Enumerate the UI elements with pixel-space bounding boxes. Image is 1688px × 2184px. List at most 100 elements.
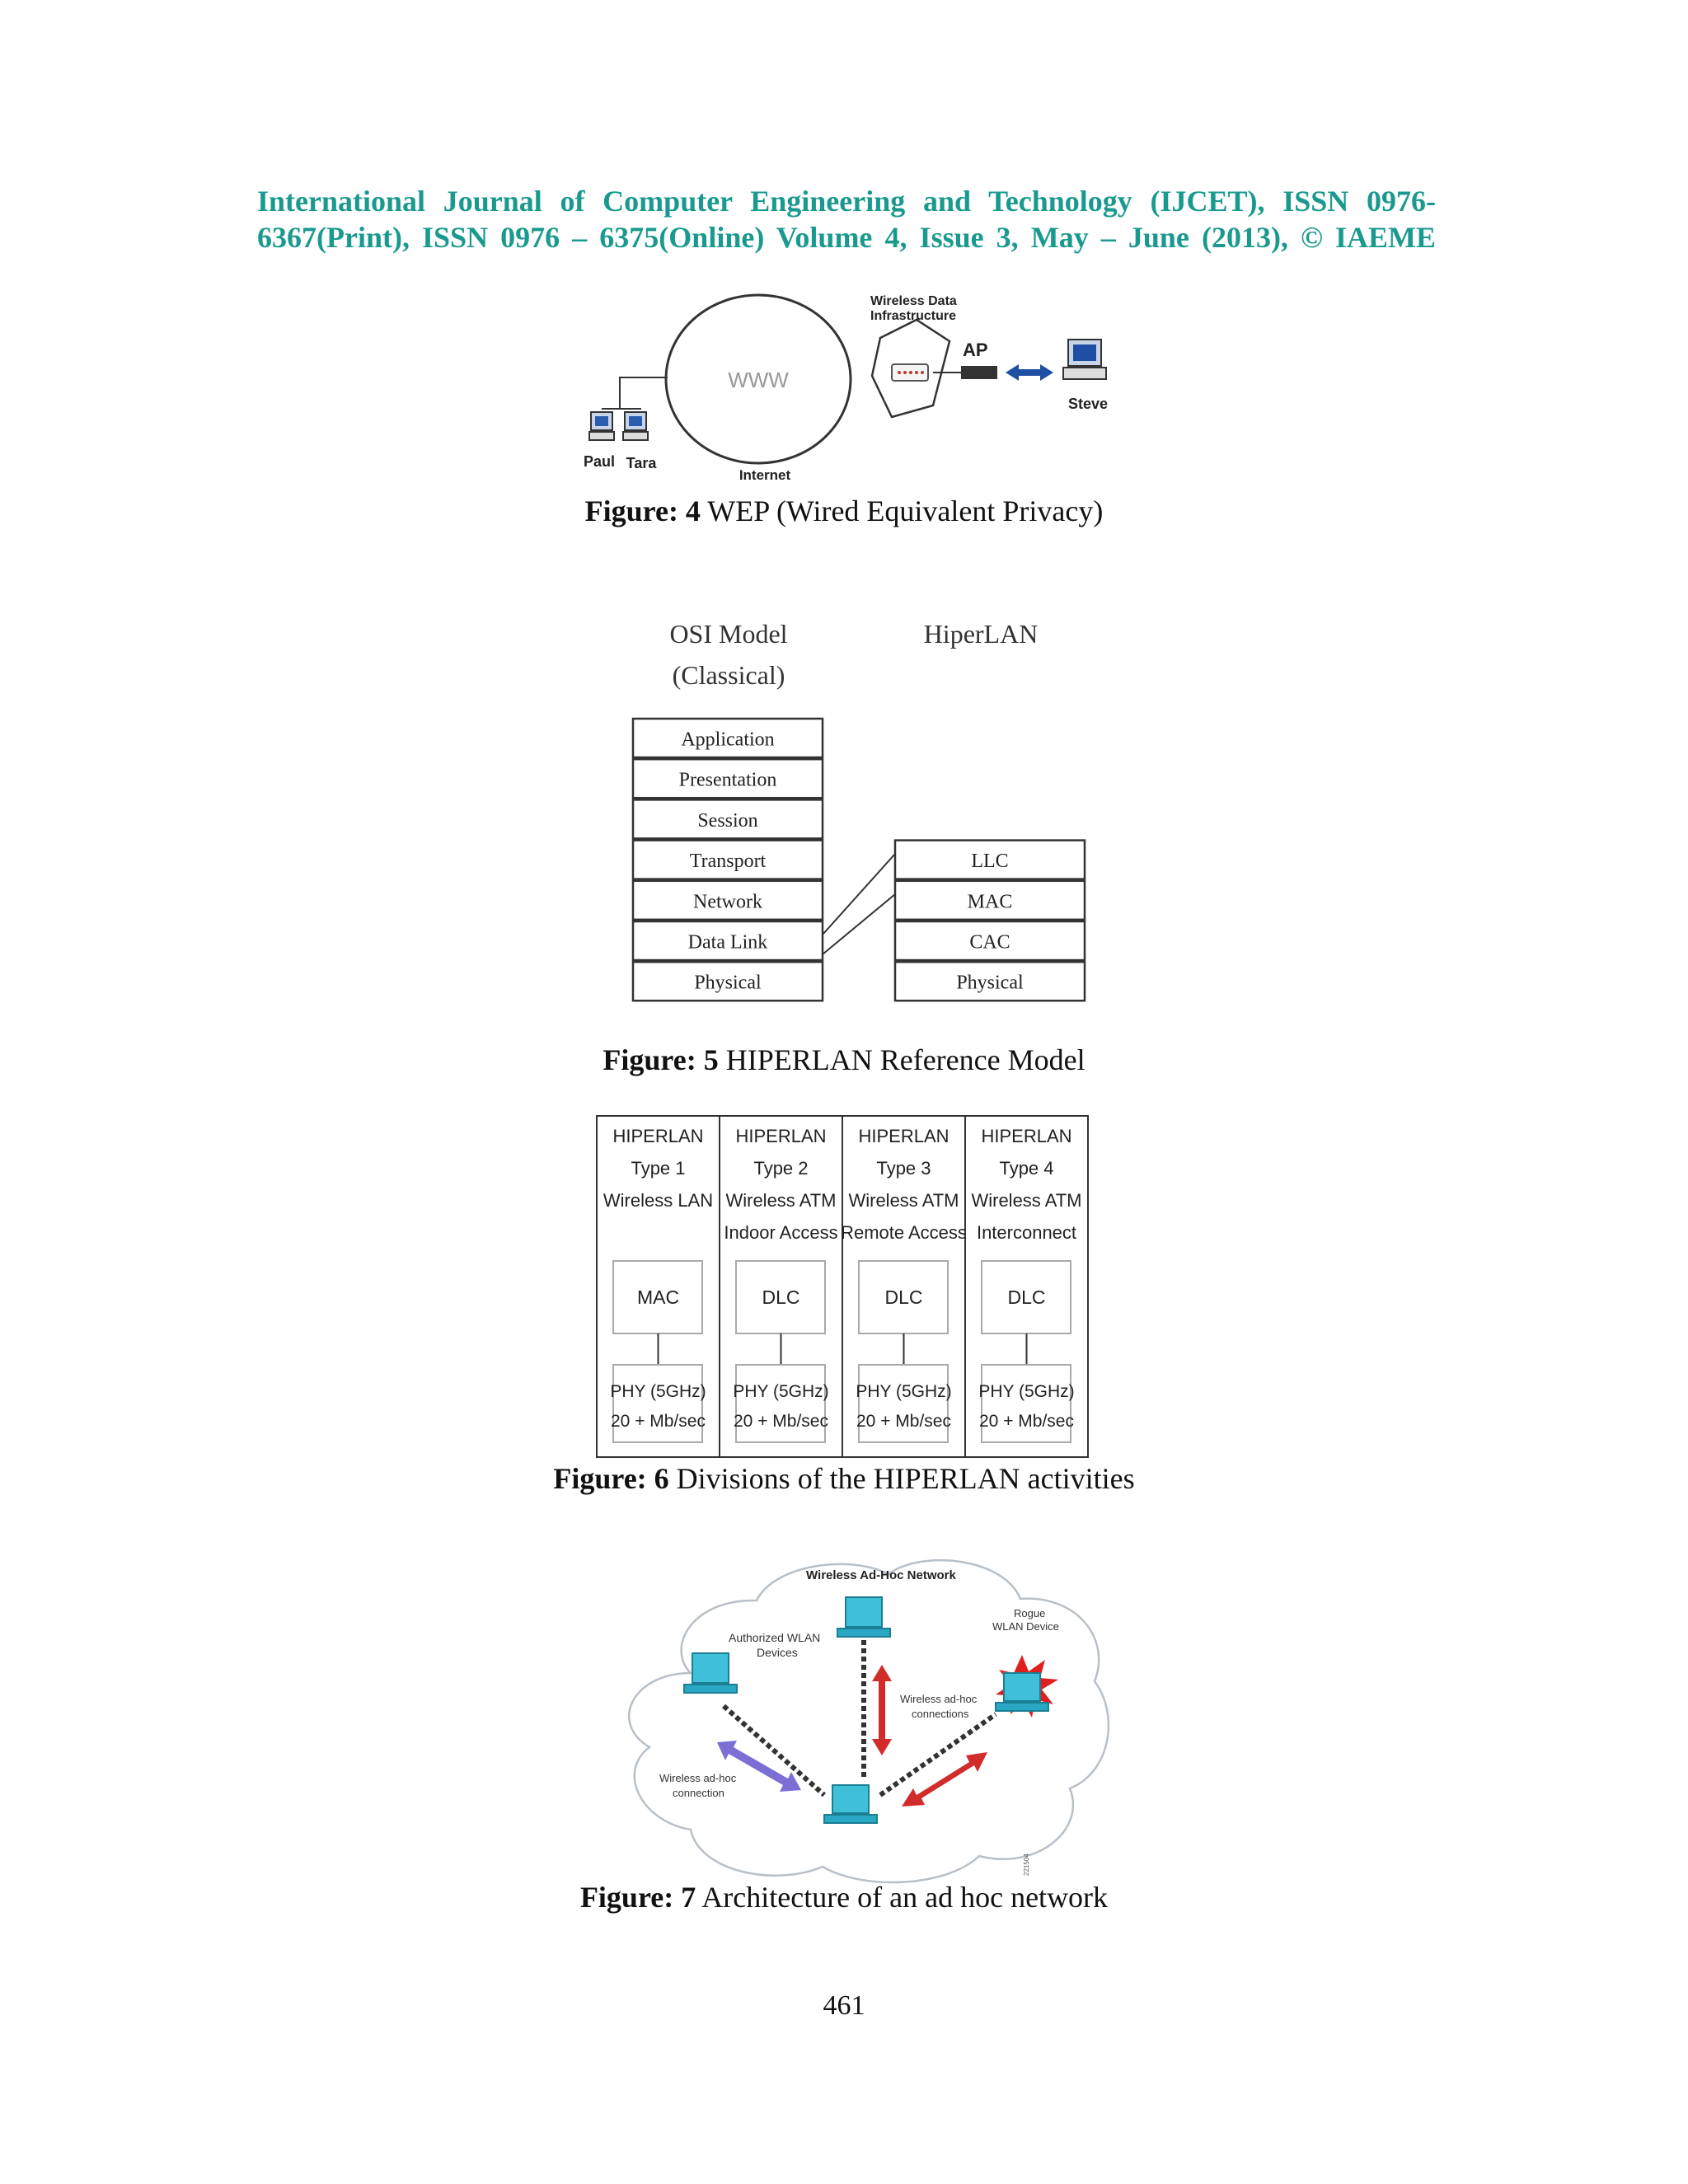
layer-box-label: DLC (762, 1286, 799, 1308)
osi-title-line-1: OSI Model (669, 619, 787, 649)
journal-header-line-1: International Journal of Computer Engine… (257, 185, 1436, 218)
ap-label: AP (963, 340, 988, 360)
tara-label: Tara (626, 455, 658, 471)
phy-rate-label: 20 + Mb/sec (856, 1412, 951, 1431)
hiperlan-layer-label: MAC (968, 891, 1013, 912)
adhoc-connections-label-2: connections (912, 1708, 969, 1720)
column-heading-line: HIPERLAN (858, 1126, 949, 1146)
authorized-label-2: Devices (757, 1646, 798, 1659)
phy-box (735, 1364, 826, 1443)
rogue-label-1: Rogue (1014, 1607, 1045, 1619)
figure-5-caption-label: Figure: 5 (603, 1043, 719, 1076)
osi-layer-label: Data Link (688, 932, 768, 954)
www-label: WWW (728, 368, 789, 392)
mapping-line-lower (822, 893, 896, 955)
osi-layer-box (631, 960, 824, 1002)
figure-6-hiperlan-divisions: HIPERLAN Type 1 Wireless LAN MAC PHY (5GHz) 2… (596, 1115, 1089, 1458)
internet-label: Internet (739, 467, 791, 483)
figure-5-hiperlan-reference-model: OSI Model (Classical) HiperLAN Applicati… (631, 619, 1086, 1002)
phy-label: PHY (5GHz) (610, 1382, 706, 1401)
adhoc-connection-label-2: connection (673, 1787, 724, 1799)
wireless-infra-label-1: Wireless Data (870, 294, 957, 308)
figure-7-caption: Figure: 7 Architecture of an ad hoc netw… (0, 1881, 1688, 1914)
column-heading-line: Wireless ATM (848, 1190, 959, 1211)
figure-4-caption: Figure: 4 WEP (Wired Equivalent Privacy) (0, 494, 1688, 527)
figure-7-caption-label: Figure: 7 (579, 1881, 696, 1914)
phy-rate-label: 20 + Mb/sec (979, 1412, 1074, 1431)
osi-layer-label: Presentation (679, 770, 777, 791)
layer-box (858, 1260, 949, 1334)
osi-layer-label: Application (681, 729, 774, 751)
layer-box (612, 1260, 703, 1334)
mapping-line-upper (822, 853, 896, 935)
phy-box (858, 1364, 949, 1443)
layer-box-label: MAC (637, 1286, 679, 1308)
phy-label: PHY (5GHz) (733, 1382, 828, 1401)
figure-6-caption-label: Figure: 6 (553, 1462, 669, 1495)
osi-title-line-2: (Classical) (673, 660, 785, 690)
authorized-laptop-left-icon (683, 1652, 738, 1694)
column-heading-line: Indoor Access (724, 1222, 837, 1243)
network-cloud (627, 1558, 1110, 1884)
page-number: 461 (823, 1990, 865, 2021)
phy-rate-label: 20 + Mb/sec (734, 1412, 828, 1431)
osi-layer-box (631, 717, 824, 759)
osi-layer-label: Physical (694, 972, 762, 994)
hiperlan-layer-box (893, 839, 1086, 880)
hiperlan-layer-box (893, 960, 1086, 1002)
osi-layer-stack: ApplicationPresentationSessionTransportN… (631, 717, 824, 1002)
figure-5-caption: Figure: 5 HIPERLAN Reference Model (0, 1043, 1688, 1076)
chain-links (722, 1640, 997, 1797)
layer-box (735, 1260, 826, 1334)
paul-computer-icon (588, 411, 615, 441)
journal-header-line-2: 6367(Print), ISSN 0976 – 6375(Online) Vo… (257, 221, 1436, 254)
hiperlan-layer-box (893, 879, 1086, 921)
column-heading-line: HIPERLAN (981, 1126, 1071, 1146)
hiperlan-layer-label: Physical (956, 972, 1024, 994)
figure-7-caption-text: Architecture of an ad hoc network (696, 1881, 1109, 1914)
figure-4-caption-text: WEP (Wired Equivalent Privacy) (700, 494, 1104, 527)
figure-4-caption-label: Figure: 4 (584, 494, 701, 527)
column-heading-line: Wireless ATM (971, 1190, 1081, 1211)
figure-id-label: 221504 (1023, 1854, 1030, 1876)
purple-arrow-diagonal (717, 1741, 801, 1792)
osi-layer-box (631, 879, 824, 921)
phy-box (612, 1364, 703, 1443)
authorized-laptop-top-icon (837, 1596, 891, 1638)
osi-layer-box (631, 757, 824, 799)
red-arrow-vertical (872, 1665, 892, 1755)
column-heading-line: Type 1 (631, 1158, 685, 1179)
link-to-clients (619, 377, 668, 409)
adhoc-connection-label-1: Wireless ad-hoc (659, 1772, 737, 1784)
column-heading-line: HIPERLAN (612, 1126, 703, 1146)
phy-box (981, 1364, 1071, 1443)
osi-layer-label: Transport (690, 851, 767, 872)
authorized-laptop-center-icon (823, 1784, 878, 1824)
hiperlan-title: HiperLAN (924, 619, 1039, 649)
column-heading-line: Wireless LAN (603, 1190, 713, 1211)
layer-box (981, 1260, 1071, 1334)
column-heading-line: Type 3 (876, 1158, 931, 1179)
figure-5-caption-text: HIPERLAN Reference Model (718, 1043, 1085, 1076)
phy-label: PHY (5GHz) (856, 1382, 951, 1401)
figure-6-caption: Figure: 6 Divisions of the HIPERLAN acti… (0, 1462, 1688, 1495)
column-heading-line: Type 2 (753, 1158, 808, 1179)
osi-layer-label: Network (693, 891, 762, 912)
figure-7-ad-hoc-network: Wireless Ad-Hoc Network Authorized WLAN … (627, 1558, 1110, 1884)
osi-layer-box (631, 920, 824, 962)
osi-layer-box (631, 839, 824, 880)
layer-box-label: DLC (884, 1286, 922, 1308)
paul-label: Paul (584, 453, 615, 470)
wireless-infra-label-2: Infrastructure (870, 309, 956, 323)
wireless-link-arrow (1006, 364, 1053, 381)
access-point-icon (961, 366, 997, 379)
rogue-laptop-icon (995, 1672, 1049, 1712)
osi-layer-label: Session (697, 810, 757, 832)
internet-cloud (664, 293, 852, 465)
adhoc-title: Wireless Ad-Hoc Network (806, 1568, 957, 1582)
authorized-label-1: Authorized WLAN (729, 1631, 820, 1644)
journal-header: International Journal of Computer Engine… (257, 183, 1436, 255)
